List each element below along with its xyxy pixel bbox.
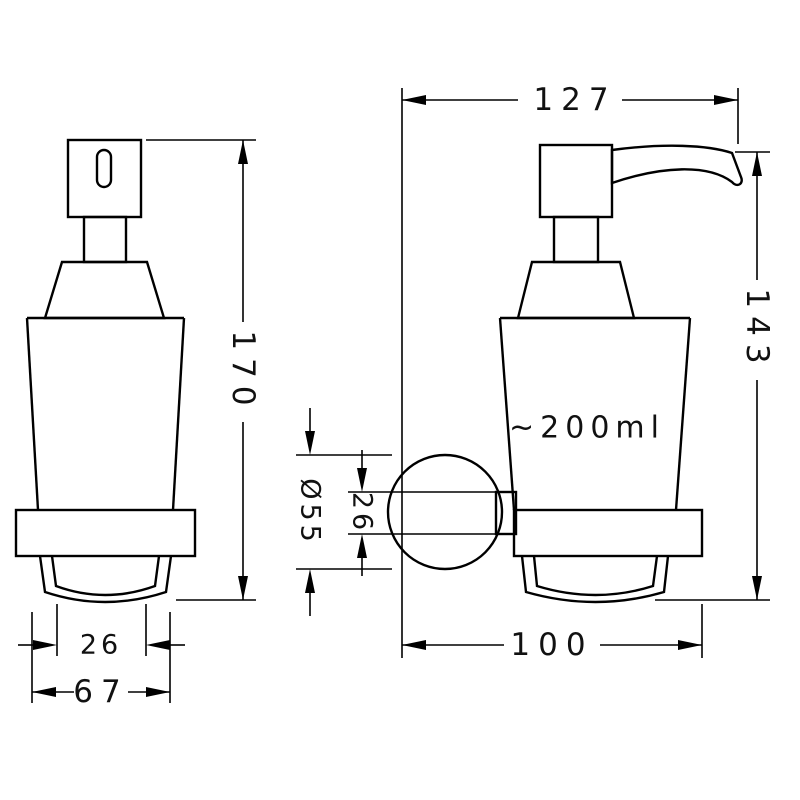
dimension-outlet-height: 143 [739, 152, 775, 600]
arrowhead [305, 569, 315, 593]
arrowhead [33, 640, 57, 650]
dim-label-143: 143 [739, 288, 775, 371]
dim-label-26-bracket: 26 [347, 492, 378, 534]
wall-plate [386, 453, 504, 571]
arrowhead [32, 687, 56, 697]
arrowhead [357, 468, 367, 492]
dim-label-170: 170 [225, 330, 261, 413]
front-glass-right [171, 317, 186, 511]
arrowhead [402, 95, 426, 105]
front-holder-ring [14, 508, 197, 558]
dim-label-diameter-55: Ø55 [295, 478, 326, 546]
dimension-base-inner-width: 26 [18, 630, 185, 661]
arrowhead [752, 152, 762, 176]
dim-label-100: 100 [510, 627, 593, 663]
arrowhead [357, 534, 367, 558]
dimension-total-height: 170 [225, 140, 261, 600]
dimension-overall-depth: 127 [402, 82, 738, 118]
side-glass-back [498, 317, 516, 511]
side-glass-bottom-outer [520, 555, 670, 604]
side-pump-spout [610, 144, 743, 187]
dimension-wall-to-front: 100 [402, 627, 702, 663]
arrowhead [752, 576, 762, 600]
dimension-bracket-height: 26 [347, 450, 378, 576]
dim-label-26-base: 26 [80, 630, 122, 661]
capacity-label: ~200ml [509, 411, 665, 446]
front-glass-bottom-outer [38, 555, 173, 604]
arrowhead [678, 640, 702, 650]
arrowhead [238, 576, 248, 600]
side-view: ~200ml [386, 143, 743, 604]
front-view [14, 138, 197, 604]
dimension-plate-diameter: Ø55 [295, 408, 326, 616]
side-glass-bottom-inner [532, 555, 659, 597]
arrowhead [305, 431, 315, 455]
arrowhead [402, 640, 426, 650]
arrowhead [238, 140, 248, 164]
side-glass-front [674, 317, 692, 511]
front-pump-slot [95, 148, 113, 189]
arrowhead [714, 95, 738, 105]
arrowhead [146, 640, 170, 650]
dim-label-127: 127 [533, 82, 616, 118]
side-holder-ring [512, 508, 704, 558]
arrowhead [146, 687, 170, 697]
extension-lines [31, 88, 770, 703]
dim-label-67: 67 [73, 674, 128, 710]
wall-bracket [494, 490, 518, 536]
dimension-base-outer-width: 67 [32, 674, 170, 710]
front-glass-left [25, 317, 40, 511]
front-glass-bottom-inner [50, 555, 161, 597]
